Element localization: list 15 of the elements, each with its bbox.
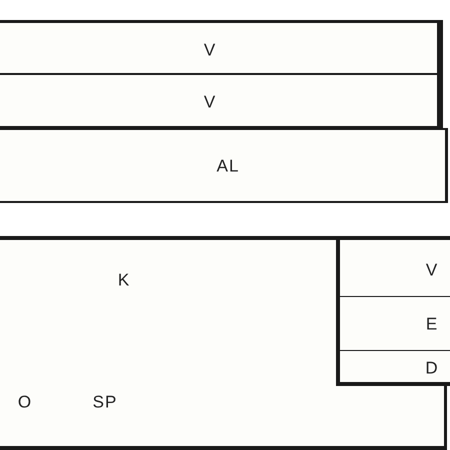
room-outline: [0, 73, 443, 128]
room-label: AL: [216, 158, 240, 174]
room-label: SP: [92, 394, 118, 410]
room-label: V: [426, 262, 438, 278]
room-label: K: [118, 272, 130, 288]
room-outline: [0, 128, 448, 203]
room-label: V: [204, 94, 216, 110]
room-label: D: [425, 360, 439, 376]
room-label: O: [18, 394, 32, 410]
room-label: E: [426, 316, 438, 332]
room-label: V: [204, 42, 216, 58]
room-outline: [336, 296, 450, 351]
room-outline: [336, 236, 450, 297]
room-outline: [336, 350, 450, 386]
room-outline: [0, 20, 443, 74]
